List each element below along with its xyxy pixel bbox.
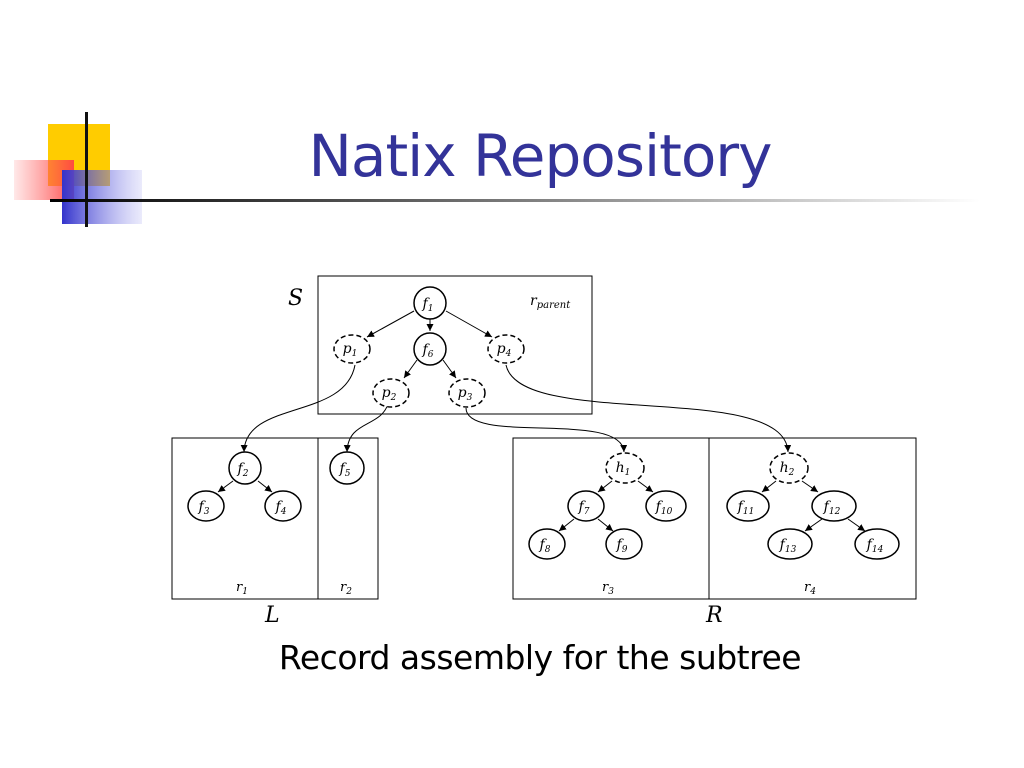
node-f4: [264, 490, 302, 522]
node-label-p4: p4: [497, 341, 512, 359]
node-label-f14: f14: [866, 537, 884, 555]
node-p1: [333, 334, 371, 364]
record-frame-parent: [317, 275, 593, 415]
node-label-f11: f11: [737, 499, 755, 517]
edge-h2-f12: [801, 480, 819, 493]
node-f2: [228, 451, 262, 485]
node-label-f9: f9: [616, 537, 628, 555]
node-f14: [854, 528, 900, 560]
node-label-f7: f7: [578, 499, 590, 517]
record-label-parent: rparent: [530, 293, 571, 311]
region-label-r: R: [705, 603, 723, 628]
edge-f7-f8: [558, 518, 575, 532]
record-frame-r4: [708, 437, 917, 600]
record-label-r4: r4: [804, 580, 816, 597]
edge-h1-f7: [597, 480, 613, 493]
diagram-caption: Record assembly for the subtree: [278, 638, 802, 677]
node-f8: [528, 528, 566, 560]
slide-title: Natix Repository: [308, 122, 773, 190]
deco-horizontal-line: [50, 199, 980, 202]
link-p2-f5: [343, 403, 389, 453]
node-f5: [329, 451, 365, 485]
link-p4-h2: [505, 364, 792, 453]
node-f13: [767, 528, 813, 560]
node-label-f5: f5: [339, 461, 351, 479]
node-f10: [645, 490, 687, 522]
deco-vertical-line: [85, 112, 88, 227]
node-label-f3: f3: [198, 499, 210, 517]
node-f3: [187, 490, 225, 522]
node-f6: [413, 332, 447, 366]
edge-f6-p2: [403, 359, 418, 379]
decorative-corner-graphic: [14, 112, 980, 227]
edge-f6-p3: [442, 359, 457, 379]
node-h1: [605, 452, 645, 484]
edge-f7-f9: [597, 518, 614, 532]
node-label-f2: f2: [237, 461, 249, 479]
node-label-f1: f1: [422, 296, 434, 314]
node-label-h1: h1: [616, 460, 631, 478]
node-label-p2: p2: [382, 385, 397, 403]
deco-blue-square: [62, 170, 142, 224]
node-label-f4: f4: [275, 499, 287, 517]
node-f11: [726, 490, 770, 522]
edge-f1-p1: [366, 310, 415, 338]
record-assembly-diagram: S L R rparent r1 r2 r3 r4 f: [171, 275, 917, 628]
node-p3: [448, 378, 486, 408]
node-p4: [487, 334, 525, 364]
region-label-l: L: [264, 603, 280, 628]
node-label-h2: h2: [780, 460, 795, 478]
link-p3-h1: [465, 407, 628, 453]
record-label-r1: r1: [236, 580, 248, 597]
node-label-p3: p3: [458, 385, 473, 403]
edge-f12-f14: [847, 518, 866, 532]
edge-f2-f4: [257, 480, 273, 493]
node-label-f8: f8: [539, 537, 551, 555]
node-f9: [605, 528, 643, 560]
node-h2: [769, 452, 809, 484]
edge-f12-f13: [804, 518, 823, 532]
edge-h1-f10: [637, 480, 654, 493]
node-label-f10: f10: [655, 499, 673, 517]
region-label-s: S: [288, 286, 303, 311]
node-f12: [811, 490, 857, 522]
record-frame-r2: [317, 437, 379, 600]
node-f1: [413, 286, 447, 320]
edge-f2-f3: [217, 480, 234, 493]
node-f7: [567, 490, 605, 522]
node-label-f13: f13: [779, 537, 797, 555]
edge-h2-f11: [761, 480, 777, 493]
node-label-f6: f6: [422, 342, 434, 360]
node-label-f12: f12: [823, 499, 841, 517]
record-label-r3: r3: [602, 580, 614, 597]
link-p1-f2: [240, 364, 356, 453]
edge-f1-p4: [445, 310, 493, 338]
node-p2: [372, 378, 410, 408]
record-label-r2: r2: [340, 580, 352, 597]
node-label-p1: p1: [343, 341, 358, 359]
